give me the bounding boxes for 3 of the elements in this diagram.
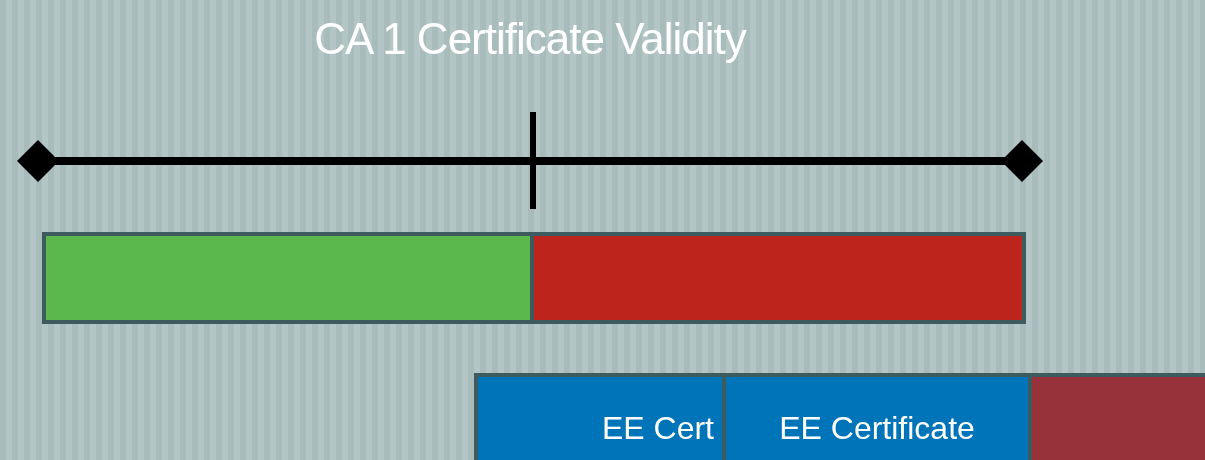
- box-label: EE Certificate: [779, 409, 975, 447]
- title: CA 1 Certificate Validity: [313, 14, 748, 64]
- box-label: EE Cert: [601, 409, 714, 447]
